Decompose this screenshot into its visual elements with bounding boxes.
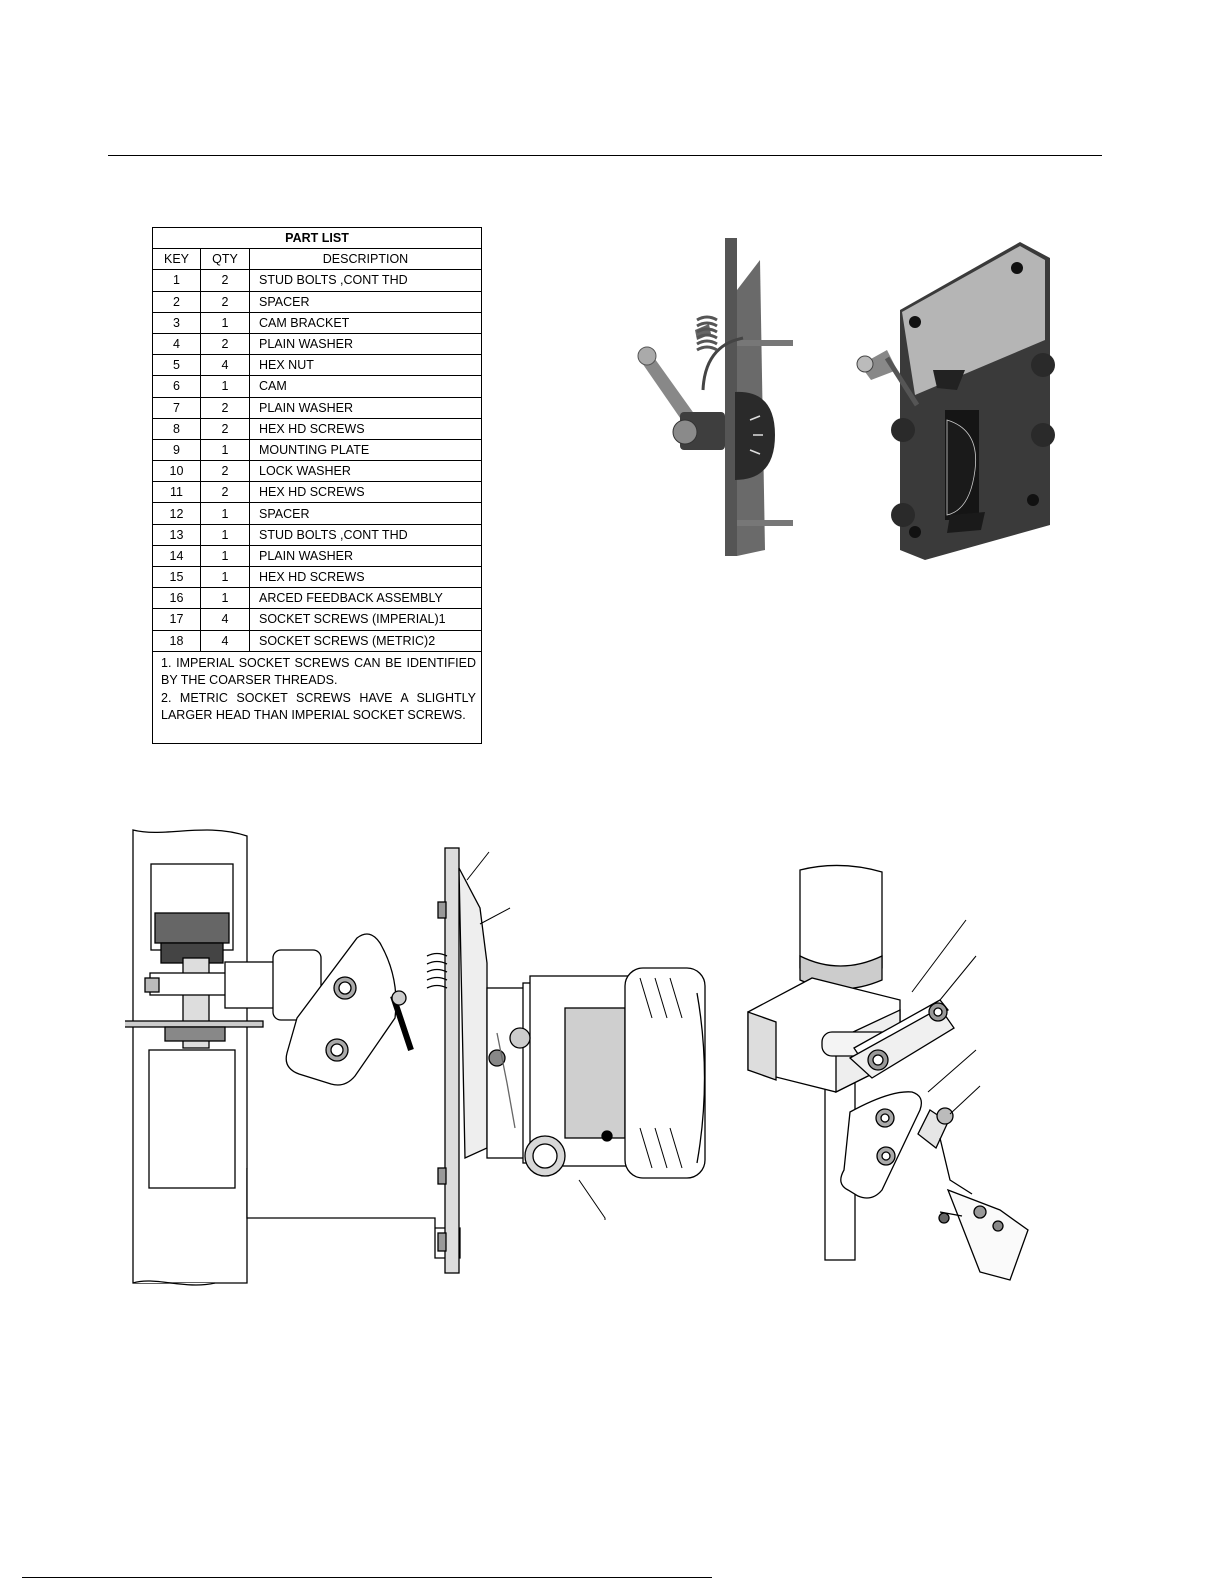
part-key: 4 [152,332,201,356]
part-key: 11 [152,481,201,504]
part-description: SPACER [249,290,482,313]
part-key: 3 [152,311,201,334]
part-qty: 4 [200,608,250,631]
part-key: 15 [152,565,201,589]
header-rule [108,155,1102,156]
part-qty: 2 [200,269,250,292]
part-qty: 2 [200,396,250,419]
part-qty: 1 [200,544,250,568]
part-list-title: PART LIST [152,226,482,250]
part-key: 8 [152,417,201,440]
feedback-assembly-rear-view [856,242,1055,560]
part-description: SOCKET SCREWS (IMPERIAL)1 [249,608,482,631]
part-description: PLAIN WASHER [249,396,482,419]
part-description: MOUNTING PLATE [249,438,482,462]
part-qty: 2 [200,332,250,356]
part-key: 7 [152,396,201,419]
part-key: 9 [152,438,201,462]
part-description: HEX HD SCREWS [249,417,482,440]
actuator-mounting-illustration [125,829,706,1286]
note-metric: 2. METRIC SOCKET SCREWS HAVE A SLIGHTLY … [161,690,476,723]
part-description: CAM [249,375,482,398]
cam-bracket-illustration [747,864,1029,1281]
part-qty: 2 [200,417,250,440]
part-qty: 1 [200,375,250,398]
arced-feedback-assembly-illustration [637,238,1055,560]
part-list-notes: 1. IMPERIAL SOCKET SCREWS CAN BE IDENTIF… [152,650,482,744]
part-qty: 4 [200,629,250,652]
part-key: 5 [152,354,201,377]
part-description: LOCK WASHER [249,460,482,483]
header-description: DESCRIPTION [249,248,482,271]
part-qty: 1 [200,311,250,334]
part-description: PLAIN WASHER [249,332,482,356]
part-key: 18 [152,629,201,652]
part-qty: 1 [200,587,250,610]
footer-rule [22,1577,712,1578]
part-key: 14 [152,544,201,568]
part-description: ARCED FEEDBACK ASSEMBLY [249,587,482,610]
part-key: 13 [152,523,201,546]
part-key: 2 [152,290,201,313]
header-key: KEY [152,248,201,271]
part-key: 12 [152,502,201,525]
part-key: 1 [152,269,201,292]
note-imperial: 1. IMPERIAL SOCKET SCREWS CAN BE IDENTIF… [161,655,476,688]
part-description: CAM BRACKET [249,311,482,334]
feedback-assembly-side-view [637,238,793,556]
part-key: 17 [152,608,201,631]
part-description: HEX HD SCREWS [249,481,482,504]
part-qty: 2 [200,290,250,313]
part-qty: 1 [200,565,250,589]
part-key: 16 [152,587,201,610]
part-description: PLAIN WASHER [249,544,482,568]
part-description: SOCKET SCREWS (METRIC)2 [249,629,482,652]
part-qty: 1 [200,523,250,546]
part-description: HEX NUT [249,354,482,377]
part-qty: 2 [200,481,250,504]
part-qty: 2 [200,460,250,483]
part-qty: 1 [200,438,250,462]
part-description: SPACER [249,502,482,525]
part-description: STUD BOLTS ,CONT THD [249,523,482,546]
part-key: 6 [152,375,201,398]
header-qty: QTY [200,248,250,271]
part-description: STUD BOLTS ,CONT THD [249,269,482,292]
part-key: 10 [152,460,201,483]
part-qty: 1 [200,502,250,525]
part-description: HEX HD SCREWS [249,565,482,589]
part-qty: 4 [200,354,250,377]
